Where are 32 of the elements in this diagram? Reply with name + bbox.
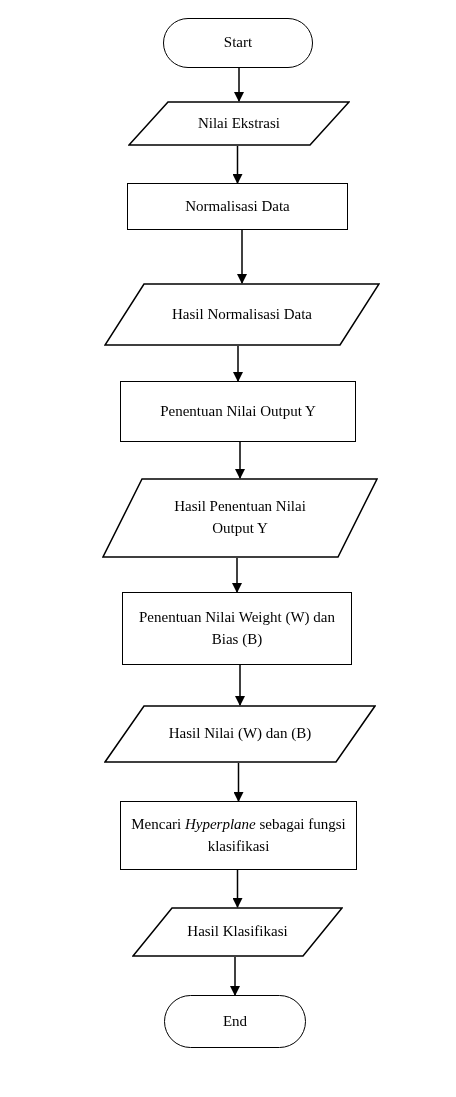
node-label: Penentuan Nilai Output Y: [160, 401, 316, 421]
node-label: Start: [223, 33, 253, 53]
node-label: Hasil Penentuan Nilai Output Y: [173, 497, 307, 538]
arrow: [235, 664, 245, 706]
arrow: [230, 956, 240, 996]
io-parallelogram: [128, 101, 350, 146]
io-parallelogram: [102, 478, 378, 558]
io-parallelogram: [132, 907, 343, 957]
process-box: [120, 801, 357, 870]
io-parallelogram: [104, 283, 380, 346]
arrow: [233, 762, 244, 802]
process-box: [122, 592, 352, 665]
node-label: Mencari Hyperplane sebagai fungsi klasifikasi: [130, 814, 347, 856]
io-parallelogram: [104, 705, 376, 763]
process-box: [127, 183, 348, 230]
node-label: Penentuan Nilai Weight (W) dan Bias (B): [138, 607, 336, 649]
terminator-shape: [164, 995, 306, 1048]
arrow: [232, 557, 242, 593]
arrow: [235, 441, 245, 479]
process-box: [120, 381, 356, 442]
arrow: [232, 869, 243, 908]
node-label: Nilai Ekstrasi: [197, 113, 281, 133]
node-label: Hasil Nilai (W) dan (B): [168, 724, 312, 744]
node-label: Hasil Klasifikasi: [187, 922, 288, 942]
arrow: [233, 345, 243, 382]
node-label: Hasil Normalisasi Data: [172, 304, 312, 324]
terminator-shape: [163, 18, 313, 68]
node-label: End: [222, 1011, 248, 1031]
arrow: [232, 145, 243, 184]
node-label: Normalisasi Data: [185, 196, 290, 216]
arrow: [234, 67, 244, 102]
arrow: [237, 229, 247, 284]
